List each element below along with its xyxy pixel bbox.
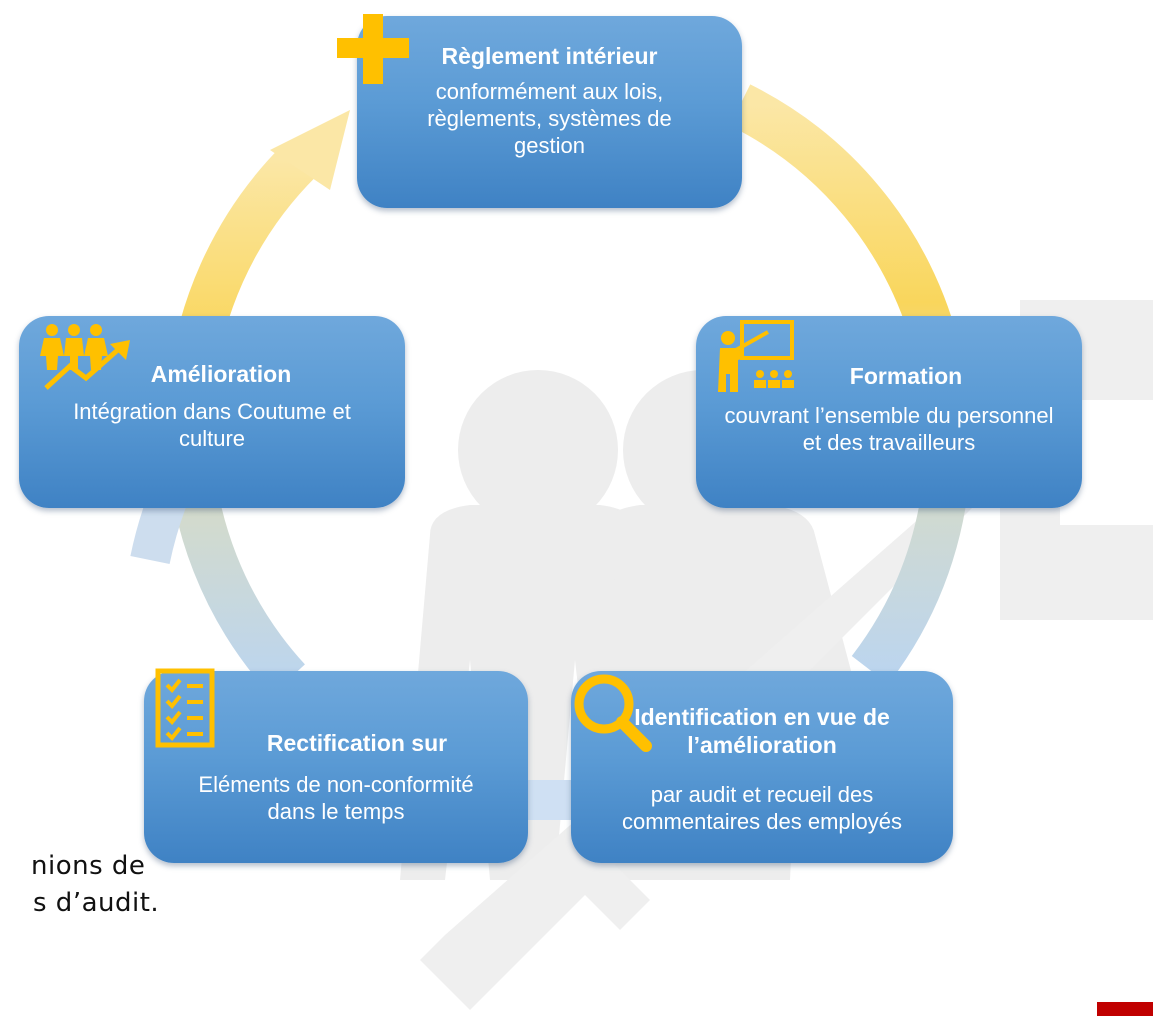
box-rectification-title: Rectification sur: [266, 730, 448, 756]
box-identification-desc: par audit et recueil des commentaires de…: [621, 782, 902, 834]
partial-text-line1: nions de: [31, 851, 146, 881]
checklist-icon: [155, 668, 215, 748]
people-growth-icon: [40, 324, 130, 390]
box-amelioration: Amélioration Intégration dans Coutume et…: [19, 316, 405, 508]
box-amelioration-title: Amélioration: [150, 361, 292, 387]
magnifier-icon: [574, 674, 652, 752]
box-reglement-desc: conformément aux lois, règlements, systè…: [427, 79, 672, 158]
box-amelioration-desc: Intégration dans Coutume et culture: [73, 399, 351, 451]
partial-text-line2: s d’audit.: [33, 888, 160, 918]
cycle-arrowhead: [270, 110, 350, 190]
box-rectification-desc: Eléments de non-conformité dans le temps: [198, 772, 474, 824]
red-accent-bar: [1097, 1002, 1153, 1016]
plus-icon: [337, 14, 409, 84]
box-identification-title: Identification en vue de l’amélioration: [634, 704, 890, 758]
box-reglement-title: Règlement intérieur: [441, 43, 658, 69]
box-rectification: Rectification sur Eléments de non-confor…: [144, 671, 528, 863]
box-formation-desc: couvrant l’ensemble du personnel et des …: [724, 403, 1054, 455]
box-identification: Identification en vue de l’amélioration …: [571, 671, 953, 863]
box-reglement: Règlement intérieur conformément aux loi…: [357, 16, 742, 208]
box-formation-title: Formation: [849, 363, 963, 389]
box-formation: Formation couvrant l’ensemble du personn…: [696, 316, 1082, 508]
teacher-presentation-icon: [718, 320, 794, 392]
